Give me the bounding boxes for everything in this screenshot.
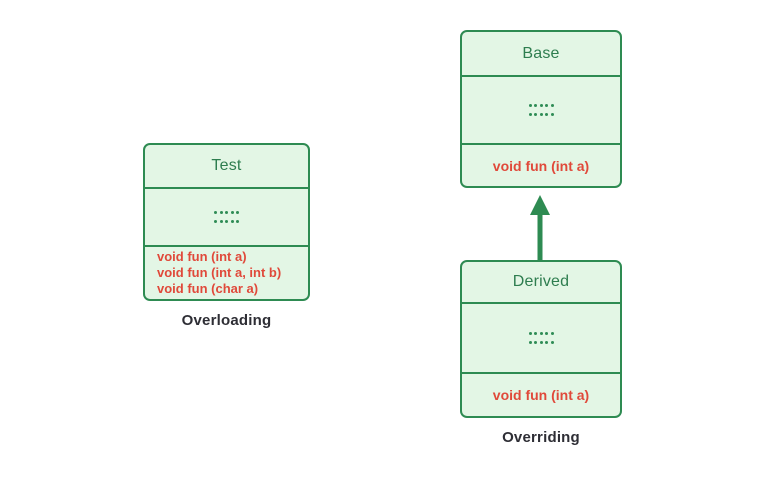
attributes-placeholder-dots-row [214,211,239,214]
uml-class-box-test: Test void fun (int a) void fun (int a, i… [143,143,310,301]
dot-icon [236,211,239,214]
dot-icon [214,211,217,214]
dot-icon [219,211,223,214]
dot-icon [528,332,532,335]
method-signature: void fun (int a, int b) [157,265,282,280]
class-title-section-base: Base [462,32,620,77]
class-methods-section-base: void fun (int a) [462,145,620,186]
dot-icon [230,220,234,223]
method-signature: void fun (int a) [492,387,590,403]
dot-icon [236,220,239,223]
attributes-placeholder-dots-row [528,113,554,116]
dot-icon [545,341,548,344]
attributes-placeholder-dots-row [528,104,554,107]
dot-icon [545,113,548,116]
dot-icon [545,332,548,335]
method-signature: void fun (int a) [157,249,247,264]
class-attributes-section-derived [462,304,620,374]
dot-icon [539,104,543,107]
class-name-base: Base [522,44,560,62]
dot-icon [545,104,548,107]
inheritance-arrow [530,195,550,261]
attributes-placeholder-dots-row [214,220,239,223]
dot-icon [219,220,223,223]
attributes-placeholder-dots-row [528,341,554,344]
dot-icon [230,211,234,214]
class-attributes-section-test [145,189,308,247]
method-signature: void fun (char a) [157,281,259,296]
method-signature: void fun (int a) [492,157,590,174]
class-methods-section-derived: void fun (int a) [462,374,620,416]
dot-icon [225,211,228,214]
dot-icon [534,341,537,344]
dot-icon [550,113,554,116]
class-title-section-test: Test [145,145,308,189]
dot-icon [528,104,532,107]
uml-class-box-derived: Derived void fun (int a) [460,260,622,418]
dot-icon [550,104,554,107]
caption-overriding: Overriding [502,429,580,446]
class-title-section-derived: Derived [462,262,620,304]
dot-icon [534,332,537,335]
dot-icon [534,113,537,116]
dot-icon [539,341,543,344]
dot-icon [550,332,554,335]
dot-icon [534,104,537,107]
caption-overloading: Overloading [181,312,272,329]
dot-icon [528,341,532,344]
dot-icon [550,341,554,344]
class-name-derived: Derived [512,273,570,290]
dot-icon [539,332,543,335]
attributes-placeholder-dots-row [528,332,554,335]
dot-icon [539,113,543,116]
uml-class-box-base: Base void fun (int a) [460,30,622,188]
arrowhead-icon [530,195,550,215]
dot-icon [214,220,217,223]
class-name-test: Test [211,157,242,174]
dot-icon [225,220,228,223]
dot-icon [528,113,532,116]
class-attributes-section-base [462,77,620,145]
class-methods-section-test: void fun (int a) void fun (int a, int b)… [145,247,308,299]
